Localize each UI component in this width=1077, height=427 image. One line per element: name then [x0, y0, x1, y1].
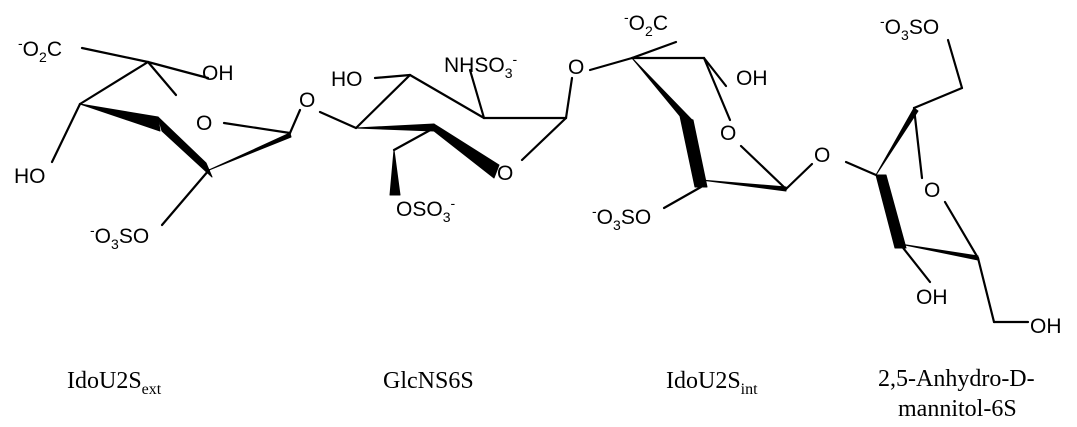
- hydroxyl-label-3: OH: [736, 67, 768, 90]
- sulfate-label-4: -O3SO: [880, 13, 939, 43]
- glycosidic-oxygen-label-1: O: [299, 89, 315, 112]
- sulfate-label-2: OSO3-: [396, 195, 455, 225]
- caption-glcns6s: GlcNS6S: [383, 368, 474, 394]
- glycosidic-oxygen-label-2: O: [568, 56, 584, 79]
- hydroxyl-label-4a: OH: [916, 286, 948, 309]
- ring-oxygen-label-2: O: [497, 162, 513, 185]
- caption-idou2s-int: IdoU2Sint: [666, 368, 758, 398]
- caption-anhydromannitol-line2: mannitol-6S: [898, 396, 1017, 422]
- hydroxyl-label-2: HO: [331, 68, 363, 91]
- sulfate-label-3: -O3SO: [592, 203, 651, 233]
- sulfate-label-1: -O3SO: [90, 222, 149, 252]
- unit-idou2s-ext: [50, 46, 302, 227]
- carboxylate-label-1: -O2C: [18, 35, 62, 65]
- sulfamate-label: NHSO3-: [444, 51, 517, 81]
- unit-glcns6s: [318, 68, 574, 196]
- ring-oxygen-label-1: O: [196, 112, 212, 135]
- caption-idou2s-ext: IdoU2Sext: [67, 368, 162, 398]
- caption-anhydromannitol-line1: 2,5-Anhydro-D-: [878, 366, 1035, 392]
- atom-labels: -O2C OH O HO -O3SO O HO NHSO3- O OSO3- O…: [14, 9, 1062, 338]
- unit-captions: IdoU2Sext GlcNS6S IdoU2Sint 2,5-Anhydro-…: [67, 366, 1035, 422]
- hydroxyl-label-4b: OH: [1030, 315, 1062, 338]
- hydroxyl-label-1b: HO: [14, 165, 46, 188]
- carboxylate-label-3: -O2C: [624, 9, 668, 39]
- hydroxyl-label-1a: OH: [202, 62, 234, 85]
- ring-oxygen-label-4: O: [924, 179, 940, 202]
- glycosidic-oxygen-label-3: O: [814, 144, 830, 167]
- unit-anhydromannitol-6s: [844, 38, 1030, 324]
- unit-idou2s-int: [588, 40, 814, 210]
- ring-oxygen-label-3: O: [720, 122, 736, 145]
